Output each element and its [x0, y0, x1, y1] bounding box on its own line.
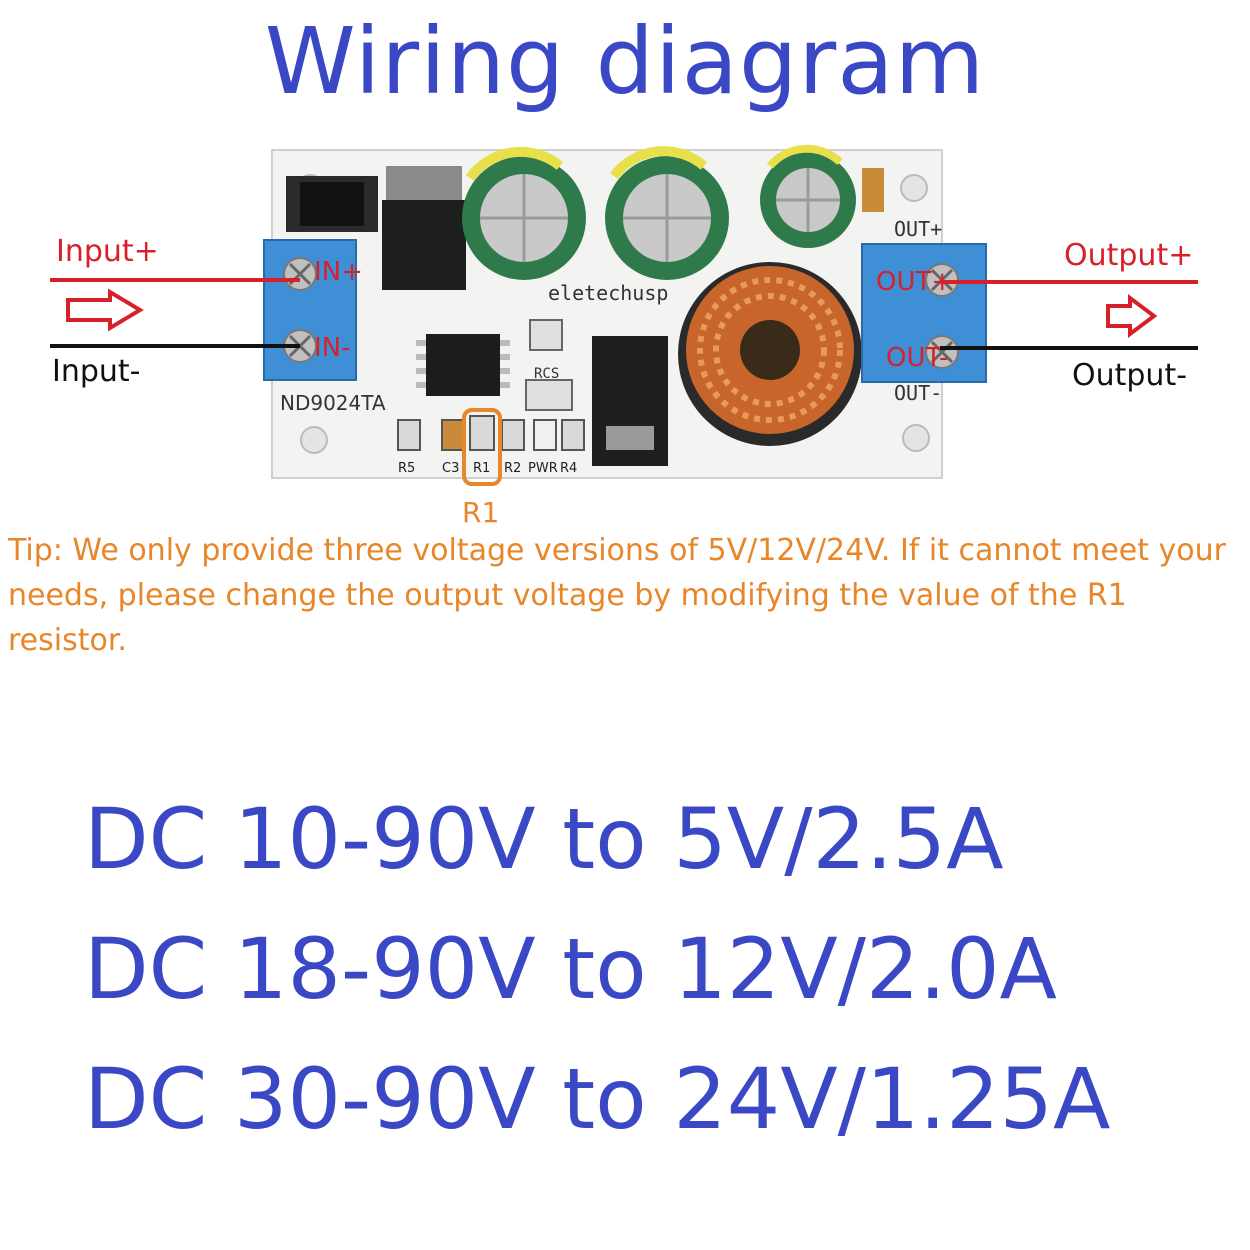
r1-callout-label: R1	[462, 496, 500, 529]
input-arrow-icon	[66, 288, 144, 332]
brand-silk: eletechusp	[548, 281, 668, 305]
silk-r2: R2	[504, 461, 521, 476]
smd-row	[397, 415, 585, 451]
in-plus-label: IN+	[314, 257, 363, 287]
page-title: Wiring diagram	[264, 8, 986, 115]
silk-r1: R1	[473, 461, 490, 476]
tip-text: Tip: We only provide three voltage versi…	[8, 533, 1226, 658]
spec-line: DC 18-90V to 12V/2.0A	[84, 920, 1058, 1018]
output-terminal-block	[861, 243, 987, 383]
smd-capacitor	[862, 168, 884, 212]
spec-line: DC 30-90V to 24V/1.25A	[84, 1050, 1111, 1148]
mounting-hole	[902, 424, 930, 452]
capacitor	[462, 146, 586, 280]
mosfet	[382, 200, 466, 290]
capacitor	[760, 144, 856, 248]
board-illustration: OUT+ OUT- eletechusp ND9024TA RCS	[50, 144, 1198, 486]
capacitor	[605, 146, 729, 280]
silk-r5: R5	[398, 461, 415, 476]
out-minus-label: OUT-	[886, 343, 948, 373]
input-terminal-block	[263, 239, 357, 381]
mounting-hole	[300, 426, 328, 454]
input-plus-label: Input+	[56, 234, 159, 269]
output-arrow-icon	[1106, 294, 1158, 338]
in-minus-label: IN-	[314, 333, 351, 363]
output-minus-label: Output-	[1072, 358, 1188, 393]
output-plus-label: Output+	[1064, 238, 1194, 273]
model-silk: ND9024TA	[280, 391, 386, 415]
spec-line: DC 10-90V to 5V/2.5A	[84, 790, 1004, 888]
rcs-resistor	[529, 319, 563, 351]
silk-out-plus: OUT+	[894, 217, 942, 241]
silk-out-minus: OUT-	[894, 381, 942, 405]
silk-c3: C3	[442, 461, 459, 476]
silk-r4: R4	[560, 461, 577, 476]
rcs-silk: RCS	[534, 366, 559, 382]
input-minus-label: Input-	[52, 354, 141, 389]
inductor	[678, 262, 862, 446]
r1-highlight	[462, 408, 502, 486]
mounting-hole	[900, 174, 928, 202]
silk-pwr: PWR	[528, 461, 558, 476]
ic-chip	[426, 334, 500, 396]
wiring-diagram: OUT+ OUT- eletechusp ND9024TA RCS	[0, 140, 1250, 520]
